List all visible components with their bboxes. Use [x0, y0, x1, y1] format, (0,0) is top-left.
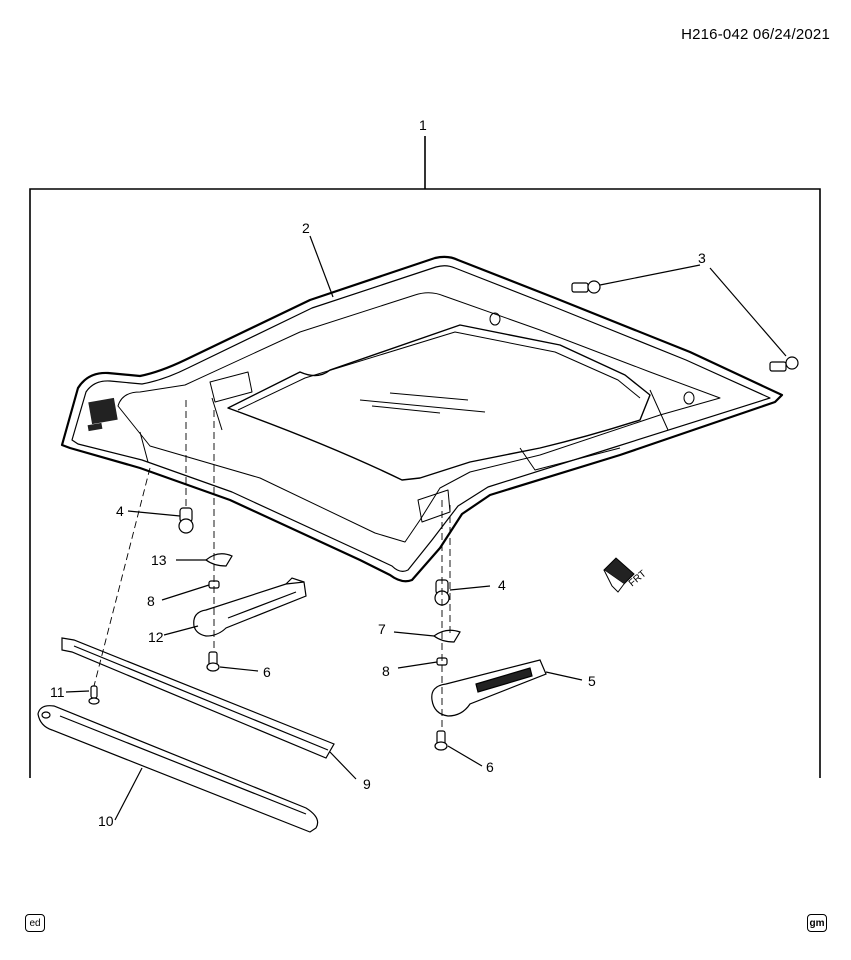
clip-left — [205, 553, 233, 567]
roof-label-plate — [87, 397, 118, 432]
assembly-frame — [29, 136, 821, 778]
edition-badge: ed — [25, 914, 45, 932]
callout-4-left: 4 — [116, 503, 124, 519]
callout-6-right: 6 — [486, 759, 494, 775]
bumper-stud-lower — [769, 356, 799, 372]
trim-molding — [61, 637, 335, 759]
sill-plate — [37, 705, 319, 833]
screw-trim — [88, 685, 100, 705]
clip-right — [432, 629, 461, 643]
callout-7: 7 — [378, 621, 386, 637]
callout-12: 12 — [148, 629, 164, 645]
callout-11: 11 — [50, 684, 65, 700]
callout-9: 9 — [363, 776, 371, 792]
assembly-lines — [93, 400, 451, 730]
screw-left — [206, 651, 220, 672]
leader-lines — [65, 235, 787, 821]
callout-4-right: 4 — [498, 577, 506, 593]
callout-6-left: 6 — [263, 664, 271, 680]
callout-labels: 1 2 3 4 4 5 6 6 7 8 8 9 10 11 12 13 — [50, 117, 706, 829]
gm-logo: gm — [807, 914, 827, 932]
bracket-right — [431, 659, 547, 717]
callout-5: 5 — [588, 673, 596, 689]
callout-8-right: 8 — [382, 663, 390, 679]
callout-8-left: 8 — [147, 593, 155, 609]
roof-panel — [60, 255, 784, 583]
callout-10: 10 — [98, 813, 114, 829]
callout-2: 2 — [302, 220, 310, 236]
bracket-left — [193, 577, 307, 637]
bumper-stud-upper — [571, 280, 601, 294]
front-direction-indicator: FRT — [603, 557, 649, 593]
callout-13: 13 — [151, 552, 167, 568]
pivot-pin-left — [178, 507, 194, 534]
callout-3: 3 — [698, 250, 706, 266]
diagram-code: H216-042 06/24/2021 — [681, 26, 830, 43]
callout-1: 1 — [419, 117, 427, 133]
screw-right — [434, 730, 448, 751]
